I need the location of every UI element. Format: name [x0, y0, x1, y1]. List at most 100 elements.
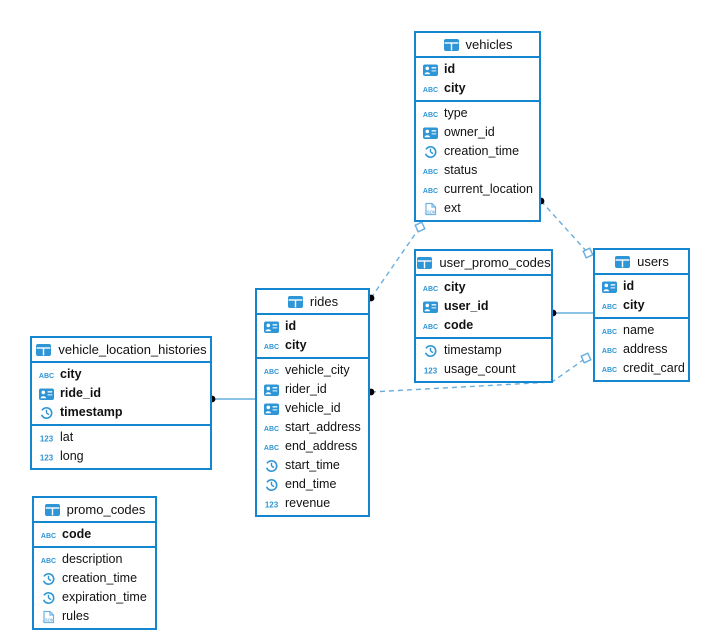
field-row-owner_id[interactable]: owner_id [416, 123, 539, 142]
svg-text:ABC: ABC [423, 169, 438, 176]
field-row-start_time[interactable]: start_time [257, 456, 368, 475]
table-header[interactable]: promo_codes [34, 498, 155, 523]
table-header[interactable]: rides [257, 290, 368, 315]
svg-text:ABC: ABC [602, 304, 617, 311]
relation-endpoint-diamond [582, 247, 594, 259]
number-123-icon: 123 [263, 497, 280, 511]
svg-text:123: 123 [424, 366, 438, 375]
svg-text:ABC: ABC [423, 188, 438, 195]
table-header[interactable]: vehicles [416, 33, 539, 58]
field-label: end_address [285, 439, 358, 454]
text-abc-icon: ABC [263, 339, 280, 353]
table-header[interactable]: users [595, 250, 688, 275]
svg-text:ABC: ABC [264, 369, 279, 376]
table-title: user_promo_codes [439, 255, 551, 270]
field-label: code [62, 527, 92, 542]
svg-text:JSON: JSON [424, 209, 435, 214]
svg-text:ABC: ABC [423, 324, 438, 331]
field-row-id[interactable]: id [416, 60, 539, 79]
table-header[interactable]: vehicle_location_histories [32, 338, 210, 363]
field-row-creation_time[interactable]: creation_time [34, 569, 155, 588]
field-row-vehicle_id[interactable]: vehicle_id [257, 399, 368, 418]
table-title: users [637, 254, 669, 269]
relation-line-vehicles-to-users[interactable] [540, 200, 589, 254]
field-row-expiration_time[interactable]: expiration_time [34, 588, 155, 607]
field-row-end_address[interactable]: ABC end_address [257, 437, 368, 456]
field-row-start_address[interactable]: ABC start_address [257, 418, 368, 437]
field-label: city [444, 81, 466, 96]
field-label: revenue [285, 496, 331, 511]
svg-text:ABC: ABC [602, 329, 617, 336]
field-label: long [60, 449, 84, 464]
text-abc-icon: ABC [263, 440, 280, 454]
svg-text:ABC: ABC [423, 87, 438, 94]
field-label: id [623, 279, 635, 294]
svg-text:ABC: ABC [264, 344, 279, 351]
field-row-id[interactable]: id [595, 277, 688, 296]
table-icon [443, 38, 460, 52]
text-abc-icon: ABC [601, 324, 618, 338]
field-label: lat [60, 430, 74, 445]
field-row-creation_time[interactable]: creation_time [416, 142, 539, 161]
text-abc-icon: ABC [40, 528, 57, 542]
table-icon [35, 343, 52, 357]
text-abc-icon: ABC [422, 319, 439, 333]
field-label: usage_count [444, 362, 516, 377]
field-row-revenue[interactable]: 123 revenue [257, 494, 368, 513]
text-abc-icon: ABC [422, 107, 439, 121]
field-row-city[interactable]: ABC city [416, 79, 539, 98]
clock-icon [422, 145, 439, 159]
field-row-user_id[interactable]: user_id [416, 297, 551, 316]
field-label: user_id [444, 299, 489, 314]
field-row-id[interactable]: id [257, 317, 368, 336]
id-badge-icon [422, 126, 439, 140]
field-row-rider_id[interactable]: rider_id [257, 380, 368, 399]
field-label: id [285, 319, 297, 334]
field-row-timestamp[interactable]: timestamp [32, 403, 210, 422]
field-label: vehicle_id [285, 401, 341, 416]
table-header[interactable]: user_promo_codes [416, 251, 551, 276]
id-badge-icon [422, 63, 439, 77]
text-abc-icon: ABC [422, 183, 439, 197]
primary-key-section: ABC code [34, 523, 155, 548]
svg-text:ABC: ABC [41, 558, 56, 565]
field-row-end_time[interactable]: end_time [257, 475, 368, 494]
text-abc-icon: ABC [263, 421, 280, 435]
field-row-timestamp[interactable]: timestamp [416, 341, 551, 360]
field-label: creation_time [444, 144, 520, 159]
field-row-ride_id[interactable]: ride_id [32, 384, 210, 403]
field-row-code[interactable]: ABC code [34, 525, 155, 544]
field-row-usage_count[interactable]: 123 usage_count [416, 360, 551, 379]
svg-text:123: 123 [265, 500, 279, 509]
table-icon [44, 503, 61, 517]
relation-line-rides-to-vehicles[interactable] [370, 226, 421, 299]
field-label: start_address [285, 420, 361, 435]
